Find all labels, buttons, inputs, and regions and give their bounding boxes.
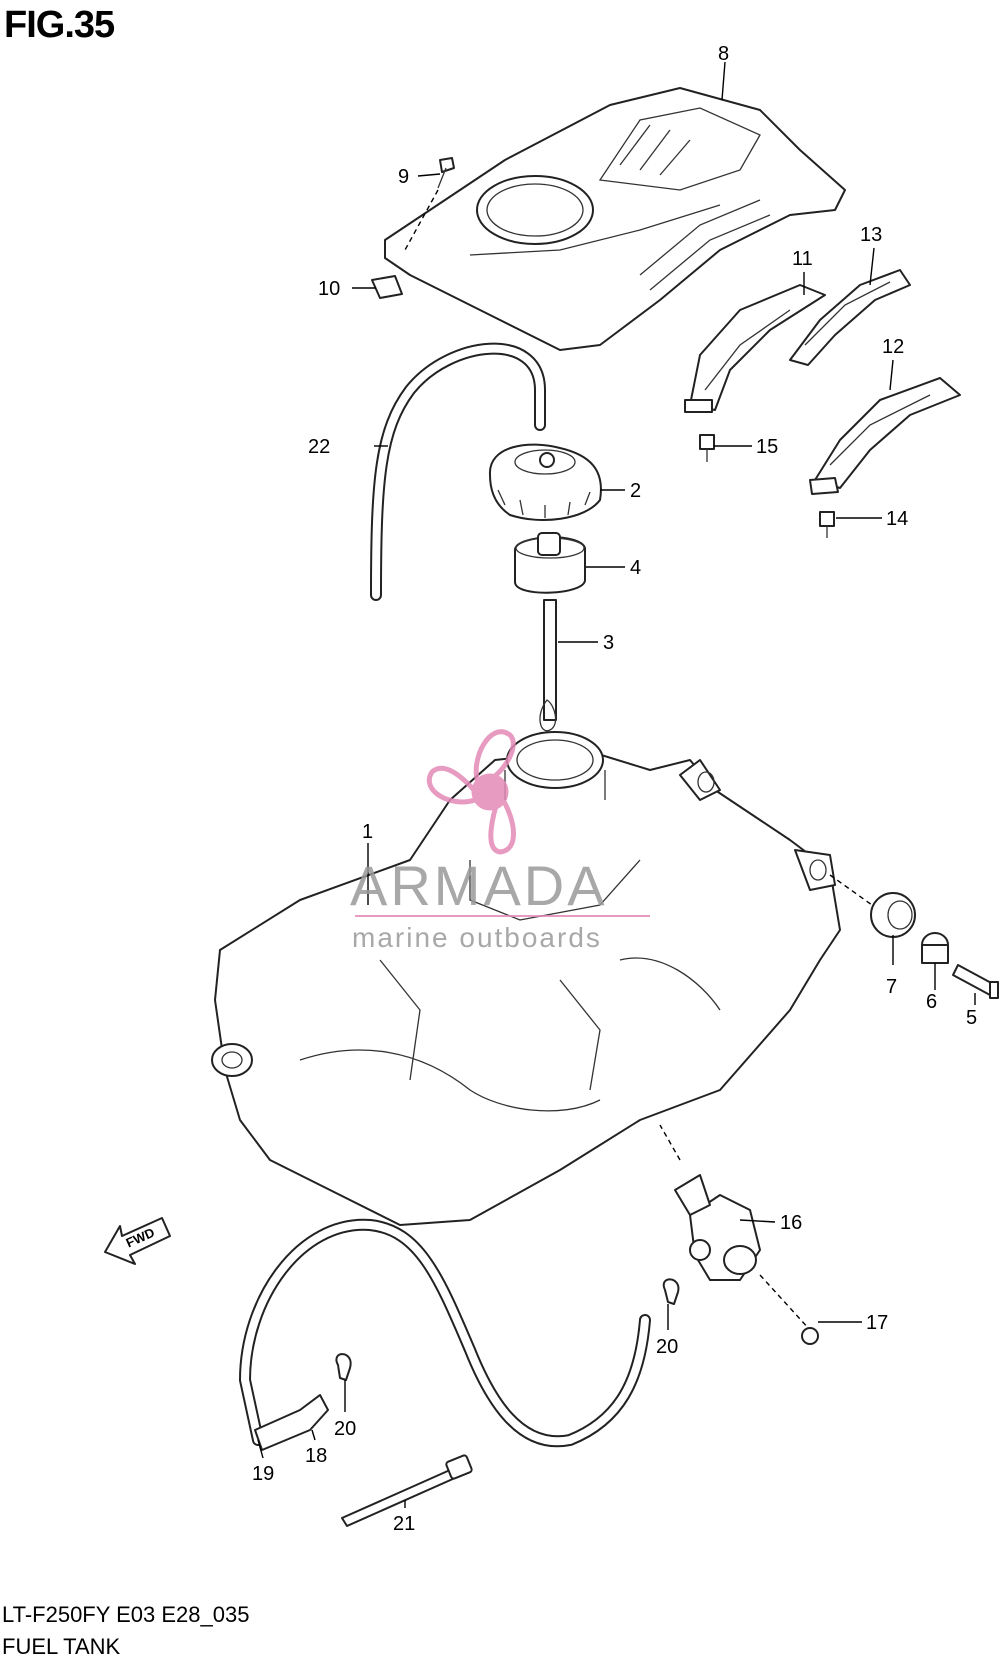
callout-5: 5 xyxy=(966,1007,977,1029)
forward-direction-arrow: FWD xyxy=(104,1217,171,1265)
fuel-cock-16 xyxy=(674,1174,761,1281)
bracket-11 xyxy=(684,284,826,413)
propeller-logo xyxy=(426,729,516,855)
collar-6 xyxy=(921,932,949,964)
callout-14: 14 xyxy=(886,508,908,530)
diagram-model-code: LT-F250FY E03 E28_035 xyxy=(2,1602,250,1627)
fuel-hose-19 xyxy=(238,1218,651,1448)
callout-13: 13 xyxy=(860,224,882,246)
callout-12: 12 xyxy=(882,336,904,358)
hose-joint-18 xyxy=(254,1394,329,1451)
leader-lines xyxy=(257,61,976,1508)
clip-20-left xyxy=(335,1353,352,1381)
gauge-rod-3 xyxy=(539,599,557,732)
callout-6: 6 xyxy=(926,991,937,1013)
figure-title: FIG.35 xyxy=(4,4,115,46)
callout-16: 16 xyxy=(780,1212,802,1234)
callout-20-left: 20 xyxy=(334,1418,356,1440)
callout-4: 4 xyxy=(630,557,641,579)
callout-17: 17 xyxy=(866,1312,888,1334)
grommet-7 xyxy=(870,892,916,938)
callout-18: 18 xyxy=(305,1445,327,1467)
fuel-tank-1 xyxy=(211,731,841,1226)
nut-10 xyxy=(371,275,403,299)
callout-3: 3 xyxy=(603,632,614,654)
callout-7: 7 xyxy=(886,976,897,998)
screw-17 xyxy=(801,1327,819,1345)
callout-21: 21 xyxy=(393,1513,415,1535)
screw-9 xyxy=(404,157,455,251)
callout-9: 9 xyxy=(398,166,409,188)
bolt-15 xyxy=(699,434,715,462)
callout-11: 11 xyxy=(792,248,813,270)
fuel-cap-2 xyxy=(488,443,602,521)
callout-8: 8 xyxy=(718,43,729,65)
diagram-name: FUEL TANK xyxy=(2,1634,121,1659)
bolt-5 xyxy=(952,964,999,999)
callout-19: 19 xyxy=(252,1463,274,1485)
watermark-brand: ARMADA xyxy=(350,854,608,917)
watermark-tagline: marine outboards xyxy=(352,922,602,953)
callout-15: 15 xyxy=(756,436,778,458)
callout-1: 1 xyxy=(362,821,373,843)
callout-20-right: 20 xyxy=(656,1336,678,1358)
callout-labels: 1 2 3 4 5 6 7 8 9 10 11 12 13 14 15 16 1… xyxy=(252,43,977,1535)
bracket-13 xyxy=(789,269,911,366)
callout-22: 22 xyxy=(308,436,330,458)
watermark: ARMADA marine outboards xyxy=(350,729,650,953)
breather-hose-22 xyxy=(370,342,546,601)
bracket-12 xyxy=(809,377,961,495)
tie-band-21 xyxy=(341,1454,473,1527)
callout-2: 2 xyxy=(630,480,641,502)
tank-cover-plate xyxy=(384,87,846,351)
bolt-14 xyxy=(819,511,835,538)
callout-10: 10 xyxy=(318,278,340,300)
clip-20-right xyxy=(662,1278,680,1305)
fuel-gauge-4 xyxy=(514,532,586,594)
